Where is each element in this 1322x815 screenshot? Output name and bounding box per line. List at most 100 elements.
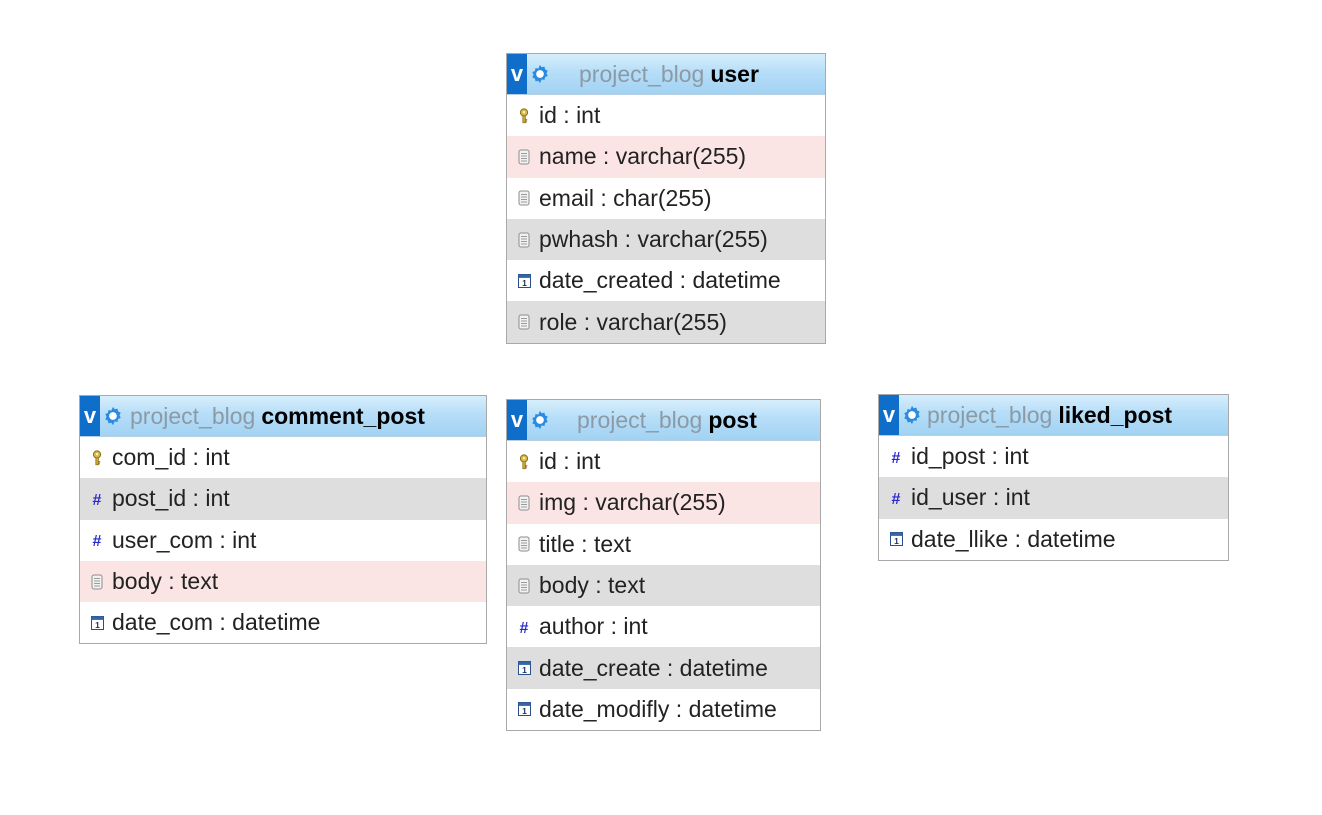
table-field-row[interactable]: 1 date_modifly : datetime <box>507 688 820 731</box>
gear-icon[interactable] <box>100 396 126 436</box>
field-label: date_created : datetime <box>539 267 781 294</box>
svg-text:#: # <box>520 620 529 635</box>
gear-icon[interactable] <box>527 54 553 94</box>
field-label: img : varchar(255) <box>539 489 726 516</box>
hash-icon: # <box>889 490 903 506</box>
hash-icon: # <box>517 619 531 635</box>
table-liked-post[interactable]: v project_blog liked_post # id_post : int… <box>878 394 1229 561</box>
table-name: post <box>708 406 757 433</box>
field-label: id_post : int <box>911 443 1029 470</box>
svg-text:1: 1 <box>522 665 527 675</box>
text-icon <box>517 536 531 552</box>
collapse-toggle-button[interactable]: v <box>80 396 100 436</box>
field-label: com_id : int <box>112 444 230 471</box>
table-field-row[interactable]: title : text <box>507 523 820 565</box>
field-label: id : int <box>539 102 601 129</box>
table-header[interactable]: v project_blog post <box>507 400 820 441</box>
table-field-row[interactable]: id : int <box>507 441 820 483</box>
svg-text:#: # <box>93 492 102 507</box>
collapse-toggle-button[interactable]: v <box>507 400 527 440</box>
field-label: date_llike : datetime <box>911 525 1116 552</box>
svg-text:#: # <box>93 533 102 548</box>
table-comment-post[interactable]: v project_blog comment_post com_id : int… <box>79 395 487 645</box>
text-icon <box>517 232 531 248</box>
calendar-icon: 1 <box>889 531 903 547</box>
field-label: user_com : int <box>112 526 257 553</box>
svg-text:#: # <box>892 450 901 465</box>
database-name: project_blog <box>130 402 256 429</box>
database-name: project_blog <box>927 401 1053 428</box>
table-field-row[interactable]: # user_com : int <box>80 519 486 561</box>
svg-text:1: 1 <box>95 620 100 630</box>
table-field-row[interactable]: # id_post : int <box>879 436 1228 478</box>
calendar-icon: 1 <box>517 660 531 676</box>
field-label: body : text <box>112 568 219 595</box>
field-list: com_id : int # post_id : int # user_com : in… <box>80 437 486 644</box>
field-label: id_user : int <box>911 484 1030 511</box>
field-label: email : char(255) <box>539 184 712 211</box>
gear-icon[interactable] <box>899 395 925 435</box>
key-icon <box>517 108 531 124</box>
field-label: date_com : datetime <box>112 609 321 636</box>
key-icon <box>517 454 531 470</box>
field-list: id : int img : varchar(255) title : text bo… <box>507 441 820 731</box>
svg-text:1: 1 <box>522 707 527 717</box>
calendar-icon: 1 <box>90 615 104 631</box>
field-list: id : int name : varchar(255) email : char(… <box>507 95 825 343</box>
field-label: role : varchar(255) <box>539 308 727 335</box>
table-name: comment_post <box>261 402 425 429</box>
table-header[interactable]: v project_blog comment_post <box>80 396 486 437</box>
table-name: liked_post <box>1058 401 1173 428</box>
collapse-toggle-button[interactable]: v <box>507 54 527 94</box>
table-field-row[interactable]: 1 date_llike : datetime <box>879 518 1228 560</box>
table-field-row[interactable]: com_id : int <box>80 437 486 479</box>
table-post[interactable]: v project_blog post id : int img : varcha… <box>506 399 821 732</box>
table-header[interactable]: v project_blog liked_post <box>879 395 1228 436</box>
svg-text:#: # <box>892 491 901 506</box>
key-icon <box>90 450 104 466</box>
table-field-row[interactable]: # post_id : int <box>80 478 486 520</box>
hash-icon: # <box>889 449 903 465</box>
database-name: project_blog <box>579 60 705 87</box>
field-label: id : int <box>539 448 601 475</box>
field-list: # id_post : int # id_user : int 1 date_llike … <box>879 436 1228 560</box>
hash-icon: # <box>90 532 104 548</box>
table-field-row[interactable]: img : varchar(255) <box>507 482 820 524</box>
field-label: post_id : int <box>112 485 230 512</box>
text-icon <box>517 149 531 165</box>
table-header[interactable]: v project_blog user <box>507 54 825 95</box>
svg-text:1: 1 <box>894 536 899 546</box>
collapse-toggle-button[interactable]: v <box>879 395 899 435</box>
table-field-row[interactable]: email : char(255) <box>507 177 825 219</box>
text-icon <box>90 574 104 590</box>
table-field-row[interactable]: # author : int <box>507 606 820 648</box>
table-field-row[interactable]: body : text <box>80 560 486 603</box>
table-field-row[interactable]: pwhash : varchar(255) <box>507 218 825 261</box>
table-user[interactable]: v project_blog user id : int name : varch… <box>506 53 826 344</box>
table-field-row[interactable]: name : varchar(255) <box>507 136 825 178</box>
field-label: body : text <box>539 572 646 599</box>
table-field-row[interactable]: 1 date_created : datetime <box>507 260 825 302</box>
table-field-row[interactable]: 1 date_create : datetime <box>507 647 820 689</box>
table-field-row[interactable]: role : varchar(255) <box>507 301 825 343</box>
table-field-row[interactable]: body : text <box>507 564 820 607</box>
table-field-row[interactable]: # id_user : int <box>879 477 1228 519</box>
field-label: title : text <box>539 530 632 557</box>
text-icon <box>517 190 531 206</box>
field-label: date_create : datetime <box>539 654 768 681</box>
field-label: pwhash : varchar(255) <box>539 226 768 253</box>
gear-icon[interactable] <box>527 400 553 440</box>
database-name: project_blog <box>577 406 703 433</box>
field-label: name : varchar(255) <box>539 143 747 170</box>
table-field-row[interactable]: id : int <box>507 95 825 137</box>
text-icon <box>517 314 531 330</box>
table-field-row[interactable]: 1 date_com : datetime <box>80 602 486 644</box>
field-label: author : int <box>539 613 648 640</box>
field-label: date_modifly : datetime <box>539 695 777 722</box>
svg-text:1: 1 <box>522 278 527 288</box>
text-icon <box>517 495 531 511</box>
text-icon <box>517 578 531 594</box>
hash-icon: # <box>90 491 104 507</box>
calendar-icon: 1 <box>517 273 531 289</box>
table-name: user <box>710 60 759 87</box>
